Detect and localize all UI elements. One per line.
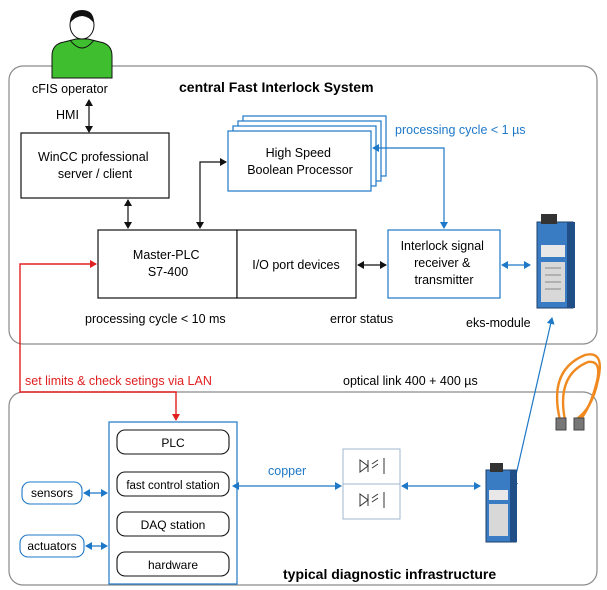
svg-text:hardware: hardware [148,558,198,572]
interlock-box [387,229,501,299]
central-title: central Fast Interlock System [179,79,374,95]
io-port-label: I/O port devices [252,258,340,272]
diagnostic-group [8,391,598,586]
processor-cycle-label: processing cycle < 1 µs [395,123,526,137]
operator-icon [51,10,113,79]
optocoupler-icon [342,448,401,520]
stack-item-fast-control: fast control station [116,471,230,497]
lan-label: set limits & check setings via LAN [25,374,212,388]
eks-module-bottom-icon [485,463,517,543]
actuators-node: actuators [19,534,85,558]
copper-label: copper [268,464,306,478]
boolean-processor-stack [227,115,387,192]
operator-label: cFIS operator [32,82,108,96]
wincc-box [20,132,170,199]
fiber-cable-icon [555,353,602,431]
svg-text:sensors: sensors [31,486,73,500]
stack-item-hardware: hardware [116,551,230,577]
plc-processor-link [196,158,227,229]
svg-text:fast control station: fast control station [126,480,219,492]
wincc-label: WinCC professional server / client [38,150,152,181]
svg-text:actuators: actuators [27,539,76,553]
hmi-label: HMI [56,108,79,122]
eks-module-icon [536,214,575,309]
svg-text:DAQ station: DAQ station [141,518,206,532]
diagnostic-title: typical diagnostic infrastructure [283,566,496,582]
optical-link [510,317,555,489]
eks-module-label: eks-module [466,316,531,330]
lan-link [19,260,180,421]
optical-link-label: optical link 400 + 400 µs [343,374,478,388]
processor-interlock-link [372,144,448,229]
svg-text:PLC: PLC [161,436,185,450]
plc-cycle-label: processing cycle < 10 ms [85,312,226,326]
stack-item-plc: PLC [116,429,230,455]
io-port-box [236,229,357,299]
stack-item-daq: DAQ station [116,511,230,537]
error-status-label: error status [330,312,393,326]
sensors-node: sensors [21,481,83,505]
processor-label: High Speed Boolean Processor [247,146,353,177]
central-fis-group [8,65,598,345]
interlock-label: Interlock signal receiver & transmitter [401,239,488,287]
master-plc-box [97,229,238,299]
